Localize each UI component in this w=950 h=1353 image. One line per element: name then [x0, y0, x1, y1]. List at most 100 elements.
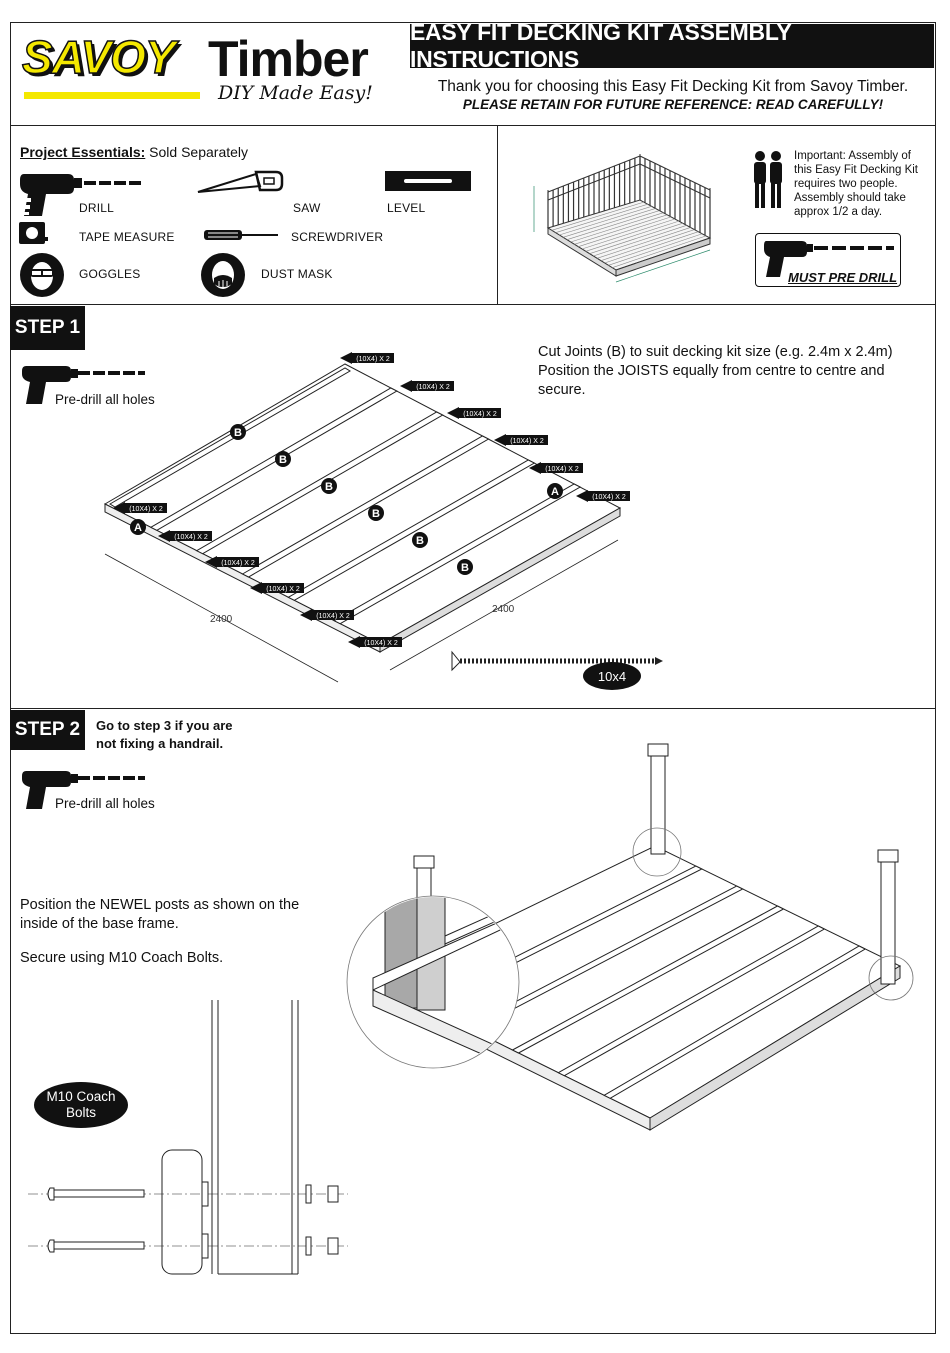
svg-text:(10X4) X 2: (10X4) X 2 [174, 534, 208, 541]
divider-essentials [10, 304, 936, 305]
screw-tag: (10X4) X 2 [340, 352, 394, 364]
retain-notice: PLEASE RETAIN FOR FUTURE REFERENCE: READ… [462, 97, 884, 112]
important-note: Important: Assembly of this Easy Fit Dec… [794, 149, 918, 219]
step1-line-1: Cut Joints (B) to suit decking kit size … [538, 344, 893, 360]
deck-board [563, 208, 656, 238]
screw-size-label: 10x4 [597, 668, 627, 684]
deck-board [608, 233, 703, 266]
step1-label: STEP 1 [14, 317, 81, 338]
step2-note-line-2: not fixing a handrail. [96, 736, 224, 751]
svg-text:(10X4) X 2: (10X4) X 2 [463, 411, 497, 418]
step1-tab: STEP 1 [10, 306, 85, 350]
page-frame [10, 22, 936, 1334]
tool-label-level: LEVEL [387, 201, 426, 215]
joist [195, 411, 444, 555]
logo-underline [24, 92, 200, 99]
step2-tab: STEP 2 [10, 710, 85, 750]
part-a-marker: A [547, 483, 563, 499]
divider-essentials-vertical [497, 125, 498, 305]
level-icon [385, 171, 471, 191]
step1-line-3: secure. [538, 382, 586, 398]
step2-newel-diagram [346, 743, 914, 1131]
essentials-title: Project Essentials: [20, 144, 146, 160]
thank-you-text: Thank you for choosing this Easy Fit Dec… [437, 78, 909, 95]
tool-label-drill: DRILL [79, 201, 115, 215]
svg-text:(10X4) X 2: (10X4) X 2 [510, 438, 544, 445]
svg-text:(10X4) X 2: (10X4) X 2 [416, 384, 450, 391]
drill-icon [22, 366, 145, 404]
joist [287, 459, 536, 601]
tape-measure-icon [19, 222, 48, 244]
page-title-text: EASY FIT DECKING KIT ASSEMBLY INSTRUCTIO… [410, 19, 792, 72]
step2-note-line-1: Go to step 3 if you are [96, 718, 233, 733]
deck-board [589, 222, 683, 254]
svg-text:B: B [325, 481, 333, 493]
part-a-marker: A [130, 519, 146, 535]
screw-tag: (10X4) X 2 [205, 556, 259, 568]
essentials-subtitle: Sold Separately [145, 144, 249, 160]
important-line-2: this Easy Fit Decking Kit [794, 164, 918, 176]
tool-label-tape-measure: TAPE MEASURE [79, 230, 175, 244]
saw-icon [197, 170, 284, 193]
svg-text:(10X4) X 2: (10X4) X 2 [545, 466, 579, 473]
logo-timber: Timber [208, 31, 369, 87]
important-line-1: Important: Assembly of [794, 150, 911, 162]
svg-text:A: A [134, 522, 142, 534]
step1-pre-drill: Pre-drill all holes [55, 392, 155, 407]
essentials-heading: Project Essentials: Sold Separately [20, 144, 248, 160]
must-pre-drill-label: MUST PRE DRILL [788, 270, 898, 285]
deck-board [559, 206, 652, 236]
step2-note: Go to step 3 if you are not fixing a han… [96, 717, 233, 753]
screw-tag: (10X4) X 2 [447, 407, 501, 419]
svg-text:(10X4) X 2: (10X4) X 2 [356, 356, 390, 363]
screw-tag: (10X4) X 2 [576, 490, 630, 502]
must-pre-drill-box [755, 233, 901, 287]
bolt-assembly-diagram [28, 1000, 348, 1275]
bolts-badge: M10 Coach Bolts [34, 1082, 128, 1128]
screw-tag: (10X4) X 2 [494, 434, 548, 446]
divider-header [10, 125, 936, 126]
tool-label-screwdriver: SCREWDRIVER [291, 230, 384, 244]
screw-tag: (10X4) X 2 [158, 530, 212, 542]
screw-tag: (10X4) X 2 [250, 582, 304, 594]
drill-icon [22, 771, 145, 809]
deck-board [566, 210, 660, 240]
important-line-3: requires two people. [794, 178, 898, 190]
deck-board [597, 227, 691, 259]
part-b-marker: B [230, 424, 246, 440]
deck-board [604, 231, 699, 264]
svg-text:B: B [279, 454, 287, 466]
joist [603, 945, 867, 1099]
step2-secure-text: Secure using M10 Coach Bolts. [20, 950, 224, 966]
deck-board [600, 229, 695, 261]
dim-left: 2400 [210, 614, 233, 625]
part-b-marker: B [275, 451, 291, 467]
part-b-marker: B [457, 559, 473, 575]
drill-icon [764, 241, 894, 277]
tool-label-saw: SAW [293, 201, 321, 215]
step2-position-line-2: inside of the base frame. [20, 916, 179, 932]
important-line-5: approx 1/2 a day. [794, 206, 883, 218]
svg-text:(10X4) X 2: (10X4) X 2 [129, 506, 163, 513]
logo-tagline: DIY Made Easy! [218, 82, 373, 104]
logo-savoy: SAVOY [21, 30, 176, 84]
screw-tag: (10X4) X 2 [300, 609, 354, 621]
deck-board [581, 218, 676, 250]
goggles-icon [20, 253, 64, 297]
deck-board [555, 203, 648, 233]
step2-label: STEP 2 [14, 719, 81, 740]
svg-text:(10X4) X 2: (10X4) X 2 [221, 560, 255, 567]
part-b-marker: B [321, 478, 337, 494]
step1-instructions: Cut Joints (B) to suit decking kit size … [538, 343, 893, 400]
svg-text:(10X4) X 2: (10X4) X 2 [316, 613, 350, 620]
screwdriver-icon [204, 230, 278, 240]
svg-text:(10X4) X 2: (10X4) X 2 [266, 586, 300, 593]
step1-line-2: Position the JOISTS equally from centre … [538, 363, 885, 379]
finished-deck-illustration [533, 154, 712, 283]
deck-board [578, 216, 672, 247]
screw-icon [451, 650, 663, 672]
joist [511, 905, 785, 1054]
svg-text:B: B [416, 535, 424, 547]
bolts-label-line-1: M10 Coach [46, 1089, 116, 1104]
